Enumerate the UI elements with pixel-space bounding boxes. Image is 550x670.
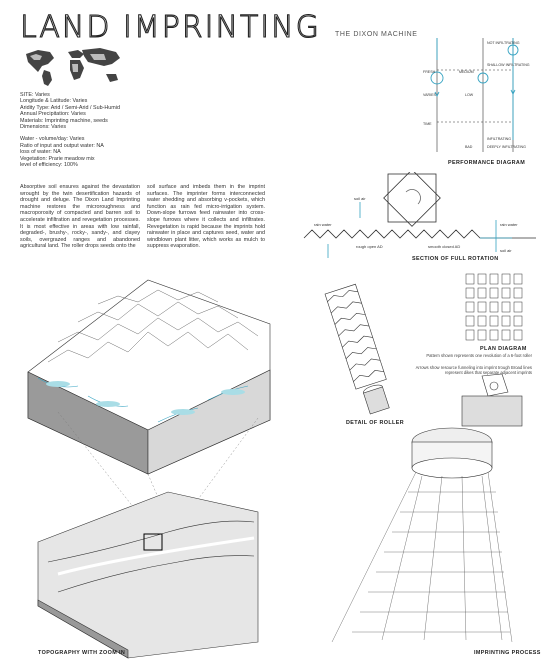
- performance-caption: PERFORMANCE DIAGRAM: [448, 160, 526, 166]
- roller-caption: DETAIL OF ROLLER: [346, 420, 405, 426]
- roller-detail: [324, 283, 390, 415]
- perf-label: INFILTRATING: [487, 137, 511, 141]
- page-title: LAND IMPRINTING: [19, 9, 321, 45]
- spec-line: Vegetation: Prarie meadow mix: [20, 155, 95, 162]
- perf-label: VARIES: [423, 93, 437, 97]
- world-map: [26, 48, 120, 86]
- perf-label: MEDIUM: [459, 70, 474, 74]
- spec-line: Longitude & Latitude: Varies: [20, 98, 88, 105]
- rotation-label: rough open AD: [356, 244, 383, 249]
- spec-line: Materials: Imprinting machine, seeds: [20, 117, 108, 124]
- spec-line: Ratio of input and output water: NA: [20, 142, 104, 149]
- spec-line: SITE: Varies: [20, 92, 50, 98]
- rotation-label: smooth closed AD: [428, 244, 460, 249]
- rotation-label: soil air: [500, 248, 512, 253]
- perf-label: NOT INFILTRATING: [487, 41, 520, 45]
- imprinting-process: [331, 373, 523, 643]
- spec-line: Aridity Type: Arid / Semi-Arid / Sub-Hum…: [20, 104, 120, 111]
- perf-label: LOW: [465, 93, 474, 97]
- plan-diagram: [465, 273, 523, 341]
- perf-label: DEEPLY INFILTRATING: [487, 145, 526, 149]
- plan-note-2: Arrows show resource funneling into impr…: [415, 365, 532, 376]
- description-col2: soil surface and imbeds them in the impr…: [147, 184, 265, 250]
- description-col1: Absorptive soil ensures against the deva…: [20, 184, 140, 250]
- plan-note-1: Pattern shown represents one revolution …: [426, 353, 532, 358]
- spec-line: level of efficiency: 100%: [20, 162, 78, 169]
- rotation-label: soil air: [354, 196, 366, 201]
- process-caption: IMPRINTING PROCESS: [474, 650, 541, 656]
- plan-caption: PLAN DIAGRAM: [480, 346, 527, 352]
- topography-caption: TOPOGRAPHY WITH ZOOM IN: [38, 650, 126, 656]
- spec-line: loss of water: NA: [20, 149, 61, 156]
- rotation-label: rain water: [500, 222, 518, 227]
- dixon-machine-heading: THE DIXON MACHINE: [335, 31, 418, 38]
- rotation-caption: SECTION OF FULL ROTATION: [412, 256, 499, 262]
- topography-diagram: [27, 279, 271, 659]
- performance-diagram: FRESH VARIES TIME LOW MEDIUM BAD NOT INF…: [423, 38, 530, 152]
- rotation-section: rain water soil air rough open AD smooth…: [303, 172, 536, 258]
- rotation-label: rain water: [314, 222, 332, 227]
- perf-label: SHALLOW INFILTRATING: [487, 63, 530, 67]
- spec-line: Annual Precipitation: Varies: [20, 111, 86, 118]
- perf-label: BAD: [465, 145, 473, 149]
- perf-label: FRESH: [423, 70, 436, 74]
- spec-line: Water - volume/day: Varies: [20, 136, 85, 143]
- site-specs: SITE: Varies Longitude & Latitude: Varie…: [20, 92, 120, 168]
- perf-label: TIME: [423, 122, 432, 126]
- spec-line: Dimensions: Varies: [20, 124, 67, 131]
